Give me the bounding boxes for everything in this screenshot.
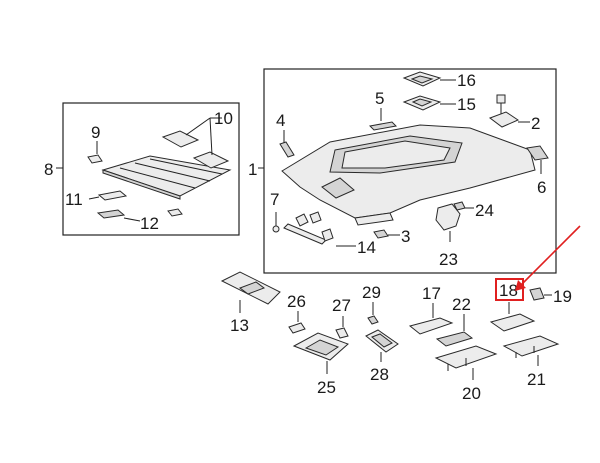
dome-lamp <box>292 332 349 361</box>
callout-10: 10 <box>214 109 233 128</box>
bolt-bracket <box>488 94 520 128</box>
shade-pads <box>161 130 230 169</box>
callout-15: 15 <box>457 95 476 114</box>
trim-strip <box>368 121 398 131</box>
callout-24: 24 <box>475 201 494 220</box>
callout-17: 17 <box>422 284 441 303</box>
callout-5: 5 <box>375 89 384 108</box>
bulb-27 <box>335 327 349 339</box>
sun-visor <box>220 271 281 305</box>
callout-2: 2 <box>531 114 540 133</box>
callout-19: 19 <box>553 287 572 306</box>
callout-14: 14 <box>357 238 376 257</box>
trim-clip-left <box>279 141 295 158</box>
shade-handle <box>96 209 126 219</box>
callout-11: 11 <box>65 190 83 209</box>
handle-bracket <box>434 345 498 371</box>
highlight-box-18 <box>495 278 524 301</box>
callout-26: 26 <box>287 292 306 311</box>
callout-8: 8 <box>44 160 53 179</box>
bulb-29 <box>367 315 379 325</box>
shade-rail <box>97 190 128 201</box>
callout-29: 29 <box>362 283 381 302</box>
callout-20: 20 <box>462 384 481 403</box>
headliner <box>281 124 536 226</box>
trim-clip-right <box>526 145 549 161</box>
wire-clip <box>272 212 280 233</box>
clip-19 <box>529 287 545 301</box>
handle-cap <box>435 331 474 347</box>
map-lamp <box>365 329 399 353</box>
assist-bracket <box>435 203 461 231</box>
callout-28: 28 <box>370 365 389 384</box>
callout-6: 6 <box>537 178 546 197</box>
callout-12: 12 <box>140 214 159 233</box>
seal-upper <box>402 71 442 87</box>
callout-1: 1 <box>248 160 257 179</box>
sunshade-panel <box>101 155 232 200</box>
callout-23: 23 <box>439 250 458 269</box>
callout-25: 25 <box>317 378 336 397</box>
callout-13: 13 <box>230 316 249 335</box>
callout-9: 9 <box>91 123 100 142</box>
callout-7: 7 <box>270 190 279 209</box>
handle-bracket-rear <box>502 335 560 358</box>
callout-3: 3 <box>401 227 410 246</box>
callout-27: 27 <box>332 296 351 315</box>
callout-22: 22 <box>452 295 471 314</box>
sunshade-group-box <box>62 102 240 236</box>
headliner-group-box <box>263 68 557 274</box>
small-clip-3 <box>373 229 389 239</box>
grab-handle <box>408 317 454 335</box>
callout-4: 4 <box>276 111 285 130</box>
callout-21: 21 <box>527 370 546 389</box>
callout-18: 18 <box>499 281 518 300</box>
callout-16: 16 <box>457 71 476 90</box>
bulb-26 <box>288 322 306 334</box>
seal-lower <box>402 95 442 111</box>
shade-clip <box>87 154 103 164</box>
highlight-arrow <box>515 225 581 291</box>
grab-handle-rear <box>489 313 536 332</box>
wire-harness <box>283 211 334 245</box>
